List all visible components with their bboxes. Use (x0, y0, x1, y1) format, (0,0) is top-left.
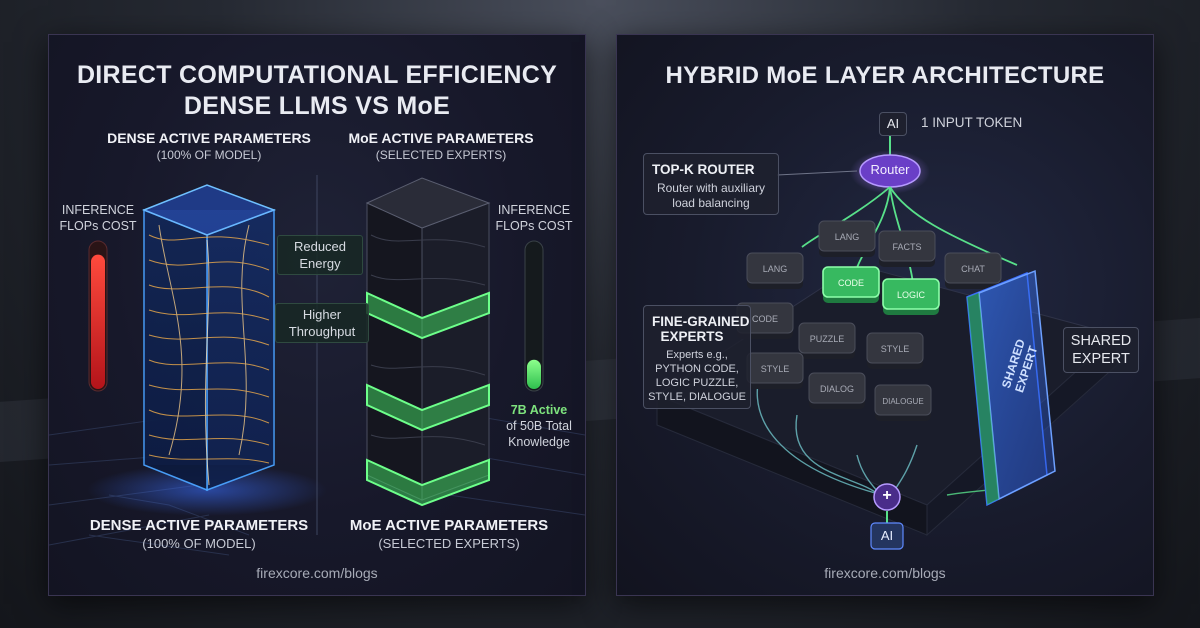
expert-tile-label: PUZZLE (810, 334, 845, 344)
moe-active-slab-3 (366, 458, 490, 507)
expert-tiles: LANG FACTS LANG CODE LOGIC CHAT CODE PUZZLE STYL… (736, 220, 1002, 421)
higher-throughput-badge: Higher Throughput (275, 303, 369, 343)
title-line-1: DIRECT COMPUTATIONAL EFFICIENCY (76, 61, 558, 89)
expert-tile-label: DIALOG (820, 384, 854, 394)
output-badge-shape (870, 522, 904, 550)
output-token-badge: AI (880, 528, 894, 543)
expert-tile-label: CODE (838, 278, 864, 288)
moe-top-subtitle: (SELECTED EXPERTS) (375, 148, 507, 162)
input-token-badge: AI (879, 112, 907, 136)
sum-node (873, 483, 901, 511)
dense-tower-filaments (148, 224, 270, 486)
top-k-router-box: TOP-K ROUTER Router with auxiliary load … (643, 153, 779, 215)
moe-tower-lines (370, 234, 486, 446)
dense-bottom-subtitle: (100% OF MODEL) (142, 536, 256, 551)
footer-link[interactable]: firexcore.com/blogs (256, 565, 378, 581)
expert-tile-label: CODE (752, 314, 778, 324)
expert-tile: FACTS (878, 230, 936, 267)
expert-tile: CHAT (944, 252, 1002, 289)
expert-tile: LANG (746, 252, 804, 289)
expert-tile: STYLE (866, 332, 924, 369)
expert-tile: STYLE (746, 352, 804, 389)
dense-top-subtitle: (100% OF MODEL) (156, 148, 262, 162)
moe-top-title: MoE ACTIVE PARAMETERS (348, 130, 534, 146)
expert-tile: CODE (736, 302, 794, 339)
dense-vs-moe-illustration (49, 175, 585, 556)
moe-cost-gauge (524, 240, 544, 392)
expert-tile-label: DIALOGUE (882, 397, 923, 406)
router-node-label: Router (870, 162, 910, 177)
moe-bottom-title: MoE ACTIVE PARAMETERS (349, 517, 549, 534)
expert-tile: LANG (818, 220, 876, 257)
shared-expert-slab (966, 269, 1056, 507)
hybrid-moe-panel: LANG FACTS LANG CODE LOGIC CHAT CODE PUZZLE STYL… (616, 34, 1154, 596)
expert-tile: CODE (822, 266, 880, 303)
expert-tile-label: LANG (835, 232, 860, 242)
active-params-value: 7B Active (510, 403, 568, 417)
hybrid-moe-illustration: LANG FACTS LANG CODE LOGIC CHAT CODE PUZZLE STYL… (655, 135, 1119, 550)
expert-tile: DIALOGUE (874, 384, 932, 421)
dense-inference-label: INFERENCE FLOPs COST (59, 203, 137, 233)
expert-tile-label: LANG (763, 264, 788, 274)
moe-active-slab-2 (366, 383, 490, 432)
dense-cost-gauge (88, 240, 108, 392)
dense-top-title: DENSE ACTIVE PARAMETERS (107, 130, 311, 146)
router-box-connector (776, 170, 858, 176)
input-token-label: 1 INPUT TOKEN (921, 115, 1023, 130)
expert-tile-label: STYLE (761, 364, 790, 374)
title-line-2: DENSE LLMS VS MoE (183, 92, 451, 120)
sum-symbol: + (882, 487, 892, 504)
expert-tile-label: LOGIC (897, 290, 926, 300)
expert-tile-label: CHAT (961, 264, 985, 274)
footer-link[interactable]: firexcore.com/blogs (824, 565, 946, 581)
dense-bottom-title: DENSE ACTIVE PARAMETERS (89, 517, 309, 534)
expert-tile: DIALOG (808, 372, 866, 409)
expert-tile: PUZZLE (798, 322, 856, 359)
dense-vs-moe-panel: DIRECT COMPUTATIONAL EFFICIENCY DENSE LL… (48, 34, 586, 596)
fine-grained-experts-box: FINE-GRAINED EXPERTS Experts e.g., PYTHO… (643, 305, 751, 409)
expert-tile-label: FACTS (892, 242, 921, 252)
panel-title: HYBRID MoE LAYER ARCHITECTURE (665, 62, 1105, 89)
moe-active-callout: 7B Active of 50B Total Knowledge (497, 402, 581, 450)
expert-tile: LOGIC (882, 278, 940, 315)
moe-bottom-subtitle: (SELECTED EXPERTS) (378, 536, 520, 551)
moe-tower (365, 177, 491, 501)
dense-tower (141, 184, 277, 492)
panel-title: DIRECT COMPUTATIONAL EFFICIENCY DENSE LL… (49, 60, 585, 122)
shared-expert-box: SHARED EXPERT (1063, 327, 1139, 373)
moe-inference-label: INFERENCE FLOPs COST (495, 203, 573, 233)
expert-tile-label: STYLE (881, 344, 910, 354)
reduced-energy-badge: Reduced Energy (277, 235, 363, 275)
